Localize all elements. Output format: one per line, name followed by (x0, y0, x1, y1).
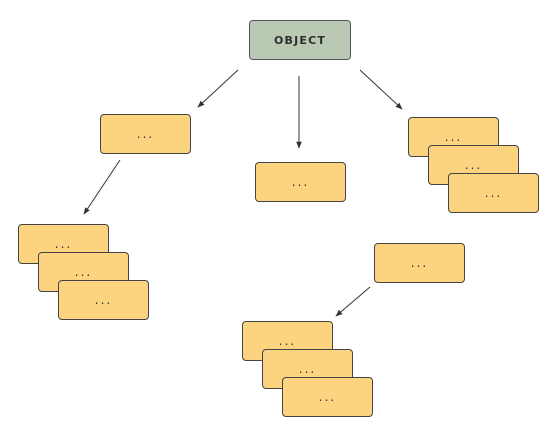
edge-left-to-left-stack (83, 159, 121, 215)
object-node: OBJECT (249, 20, 351, 60)
stack-bottom-node-3: ... (282, 377, 373, 417)
node-bottom-right: ... (374, 243, 465, 283)
stack-right-node-3: ... (448, 173, 539, 213)
edge-object-to-right-stack (359, 69, 403, 110)
edge-bottom-right-to-bottom-stack (335, 286, 371, 317)
edge-object-to-left (197, 69, 239, 108)
node-center: ... (255, 162, 346, 202)
stack-left-node-3: ... (58, 280, 149, 320)
node-left: ... (100, 114, 191, 154)
